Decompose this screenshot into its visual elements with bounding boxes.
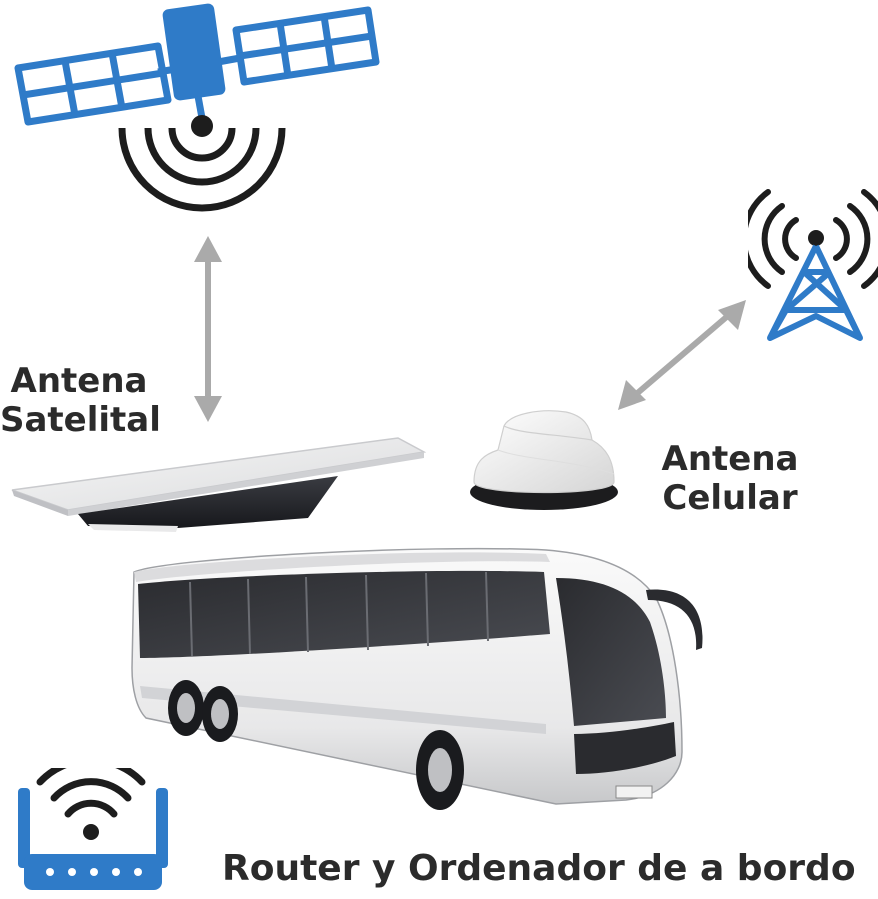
cell-tower-icon bbox=[748, 189, 878, 341]
satellite-antenna-label: Antena Satelital bbox=[0, 361, 161, 441]
satellite-antenna-label-line2: Satelital bbox=[0, 400, 161, 441]
cellular-antenna-label-line2: Celular bbox=[662, 478, 798, 519]
router-label: Router y Ordenador de a bordo bbox=[222, 848, 856, 889]
bus-illustration bbox=[131, 547, 703, 810]
satellite-link-arrow bbox=[194, 236, 222, 422]
satellite-icon bbox=[14, 3, 380, 212]
dome-cellular-antenna bbox=[470, 410, 618, 510]
flat-satellite-antenna bbox=[11, 437, 427, 532]
cellular-antenna-label-line1: Antena bbox=[661, 439, 799, 479]
cellular-antenna-label: Antena Celular bbox=[650, 439, 810, 519]
cellular-link-arrow bbox=[618, 300, 746, 410]
wifi-router-icon bbox=[18, 768, 168, 890]
satellite-antenna-label-line1: Antena bbox=[10, 361, 148, 401]
